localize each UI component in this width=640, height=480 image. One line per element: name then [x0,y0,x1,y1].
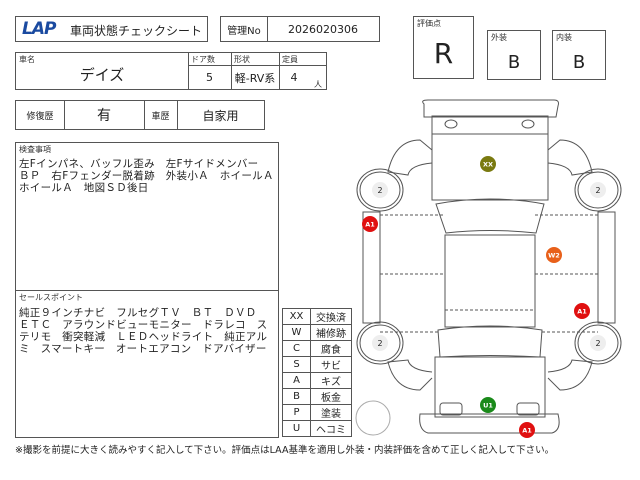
sales-points-box: セールスポイント 純正９インチナビ フルセグＴＶ ＢＴ ＤＶＤ ＥＴＣ アラウン… [15,290,279,438]
footer-note: ※撮影を前提に大きく読みやすく記入して下さい。評価点はLAA基準を適用し外装・内… [15,445,555,456]
exterior-grade-value: B [507,51,521,73]
damage-marker: W2 [546,247,562,263]
inspection-label: 検査事項 [19,145,51,154]
lap-logo: LAP [22,19,56,39]
repair-history-label: 修復歴 [26,111,54,122]
car-outline [355,99,616,436]
shape-label: 形状 [234,55,250,64]
tire: 2 [574,321,622,365]
damage-code: W2 [548,252,560,260]
sales-points-text: 純正９インチナビ フルセグＴＶ ＢＴ ＤＶＤ ＥＴＣ アラウンドビューモニター … [19,307,268,355]
history-box: 修復歴 有 車歴 自家用 [15,100,265,130]
vehicle-name: デイズ [79,65,125,84]
damage-marker: A1 [574,303,590,319]
control-no-box: 管理No 2026020306 [220,16,380,42]
capacity-label: 定員 [282,55,298,64]
tire: 2 [356,168,404,212]
legend-meaning: ヘコミ [310,420,352,437]
tire-tread-value: 2 [377,186,382,195]
inspection-box: 検査事項 左Fインパネ、バッフル歪み 左Fサイドメンバー ＢＰ 右Fフェンダー脱… [15,142,279,291]
exterior-grade-label: 外装 [491,33,507,42]
sheet-title: 車両状態チェックシート [70,24,203,38]
sales-points-label: セールスポイント [19,293,83,302]
damage-code: A1 [522,427,532,435]
damage-code: A1 [365,221,375,229]
tire-tread-value: 2 [377,339,382,348]
overall-grade-box: 評価点 R [413,16,474,79]
control-no-label: 管理No [227,25,261,37]
usage-history-label: 車歴 [151,111,170,122]
inspection-text: 左Fインパネ、バッフル歪み 左Fサイドメンバー ＢＰ 右Fフェンダー脱着跡 外装… [19,158,285,194]
damage-marker: U1 [480,397,496,413]
legend-meaning: 板金 [310,388,352,405]
vehicle-info-box: 車名 デイズ ドア数 5 形状 軽-RV系 定員 4 人 [15,52,327,90]
overall-grade-label: 評価点 [417,19,441,28]
damage-marker: A1 [519,422,535,438]
damage-code: U1 [483,402,493,410]
damage-marker: XX [480,156,496,172]
doors-label: ドア数 [191,55,215,64]
capacity-value: 4 [290,71,298,84]
tire: 2 [356,321,404,365]
damage-code: XX [483,161,493,169]
overall-grade-value: R [433,36,454,70]
repair-history-value: 有 [97,108,111,124]
shape-value: 軽-RV系 [234,71,276,85]
exterior-grade-box: 外装 B [487,30,541,80]
usage-history-value: 自家用 [202,108,239,123]
sheet-title-box: LAP 車両状態チェックシート [15,16,208,42]
damage-code: A1 [577,308,587,316]
tire-tread-value: 2 [595,339,600,348]
capacity-unit: 人 [314,80,322,89]
interior-grade-box: 内装 B [552,30,606,80]
doors-value: 5 [206,71,213,84]
vehicle-name-label: 車名 [19,55,35,64]
control-no-value: 2026020306 [288,22,358,36]
damage-marker: A1 [362,216,378,232]
interior-grade-label: 内装 [556,33,572,42]
tire-tread-value: 2 [595,186,600,195]
interior-grade-value: B [572,51,586,73]
tire: 2 [574,168,622,212]
